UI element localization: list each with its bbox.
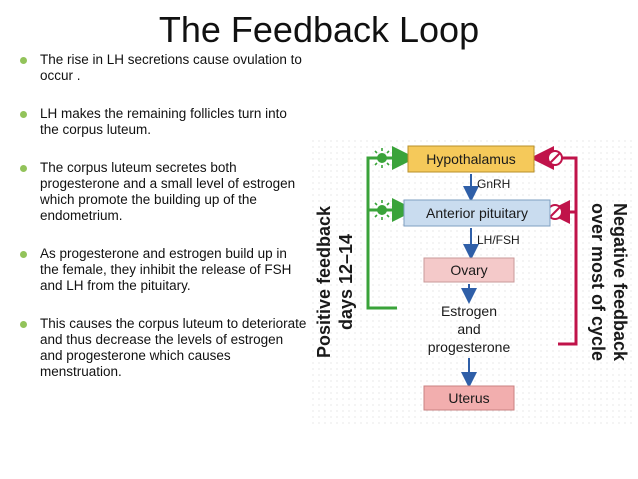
bullet-item: The rise in LH secretions cause ovulatio… (18, 52, 308, 84)
ovary-label: Ovary (450, 262, 487, 278)
negative-feedback-label: Negative feedback over most of cycle (588, 203, 630, 362)
bullet-dot-icon (20, 165, 27, 172)
uterus-label: Uterus (448, 390, 489, 406)
bullet-item: This causes the corpus luteum to deterio… (18, 316, 308, 380)
feedback-diagram: Positive feedback days 12–14 Negative fe… (312, 140, 634, 424)
anterior-pituitary-label: Anterior pituitary (426, 205, 528, 221)
bullet-dot-icon (20, 321, 27, 328)
hypothalamus-label: Hypothalamus (426, 151, 516, 167)
bullet-text: The corpus luteum secretes both progeste… (40, 160, 296, 223)
svg-text:Positive feedback: Positive feedback (314, 205, 334, 358)
estrogen-label: Estrogen (441, 303, 497, 319)
bullet-item: As progesterone and estrogen build up in… (18, 246, 308, 294)
positive-sign-icon (372, 148, 392, 168)
svg-text:days 12–14: days 12–14 (336, 234, 356, 330)
bullet-text: LH makes the remaining follicles turn in… (40, 106, 287, 137)
svg-text:over most of cycle: over most of cycle (588, 203, 608, 361)
slide-title: The Feedback Loop (158, 9, 480, 50)
bullet-item: LH makes the remaining follicles turn in… (18, 106, 308, 138)
bullet-dot-icon (20, 111, 27, 118)
bullet-dot-icon (20, 251, 27, 258)
bullet-text: As progesterone and estrogen build up in… (40, 246, 292, 293)
positive-feedback-label: Positive feedback days 12–14 (314, 205, 356, 358)
and-label: and (457, 321, 480, 337)
inhibit-icon (547, 150, 563, 166)
lh-fsh-label: LH/FSH (477, 233, 520, 247)
bullet-text: This causes the corpus luteum to deterio… (40, 316, 307, 379)
hypothalamus-box (407, 145, 535, 173)
progesterone-label: progesterone (428, 339, 511, 355)
ovary-box (423, 257, 515, 283)
uterus-box (423, 385, 515, 411)
bullet-item: The corpus luteum secretes both progeste… (18, 160, 308, 224)
gnrh-label: GnRH (477, 177, 510, 191)
svg-text:Negative feedback: Negative feedback (610, 203, 630, 362)
positive-sign-icon (372, 200, 392, 220)
bullet-dot-icon (20, 57, 27, 64)
anterior-pituitary-box (403, 199, 551, 227)
bullet-text: The rise in LH secretions cause ovulatio… (40, 52, 302, 83)
bullet-list: The rise in LH secretions cause ovulatio… (18, 52, 308, 380)
